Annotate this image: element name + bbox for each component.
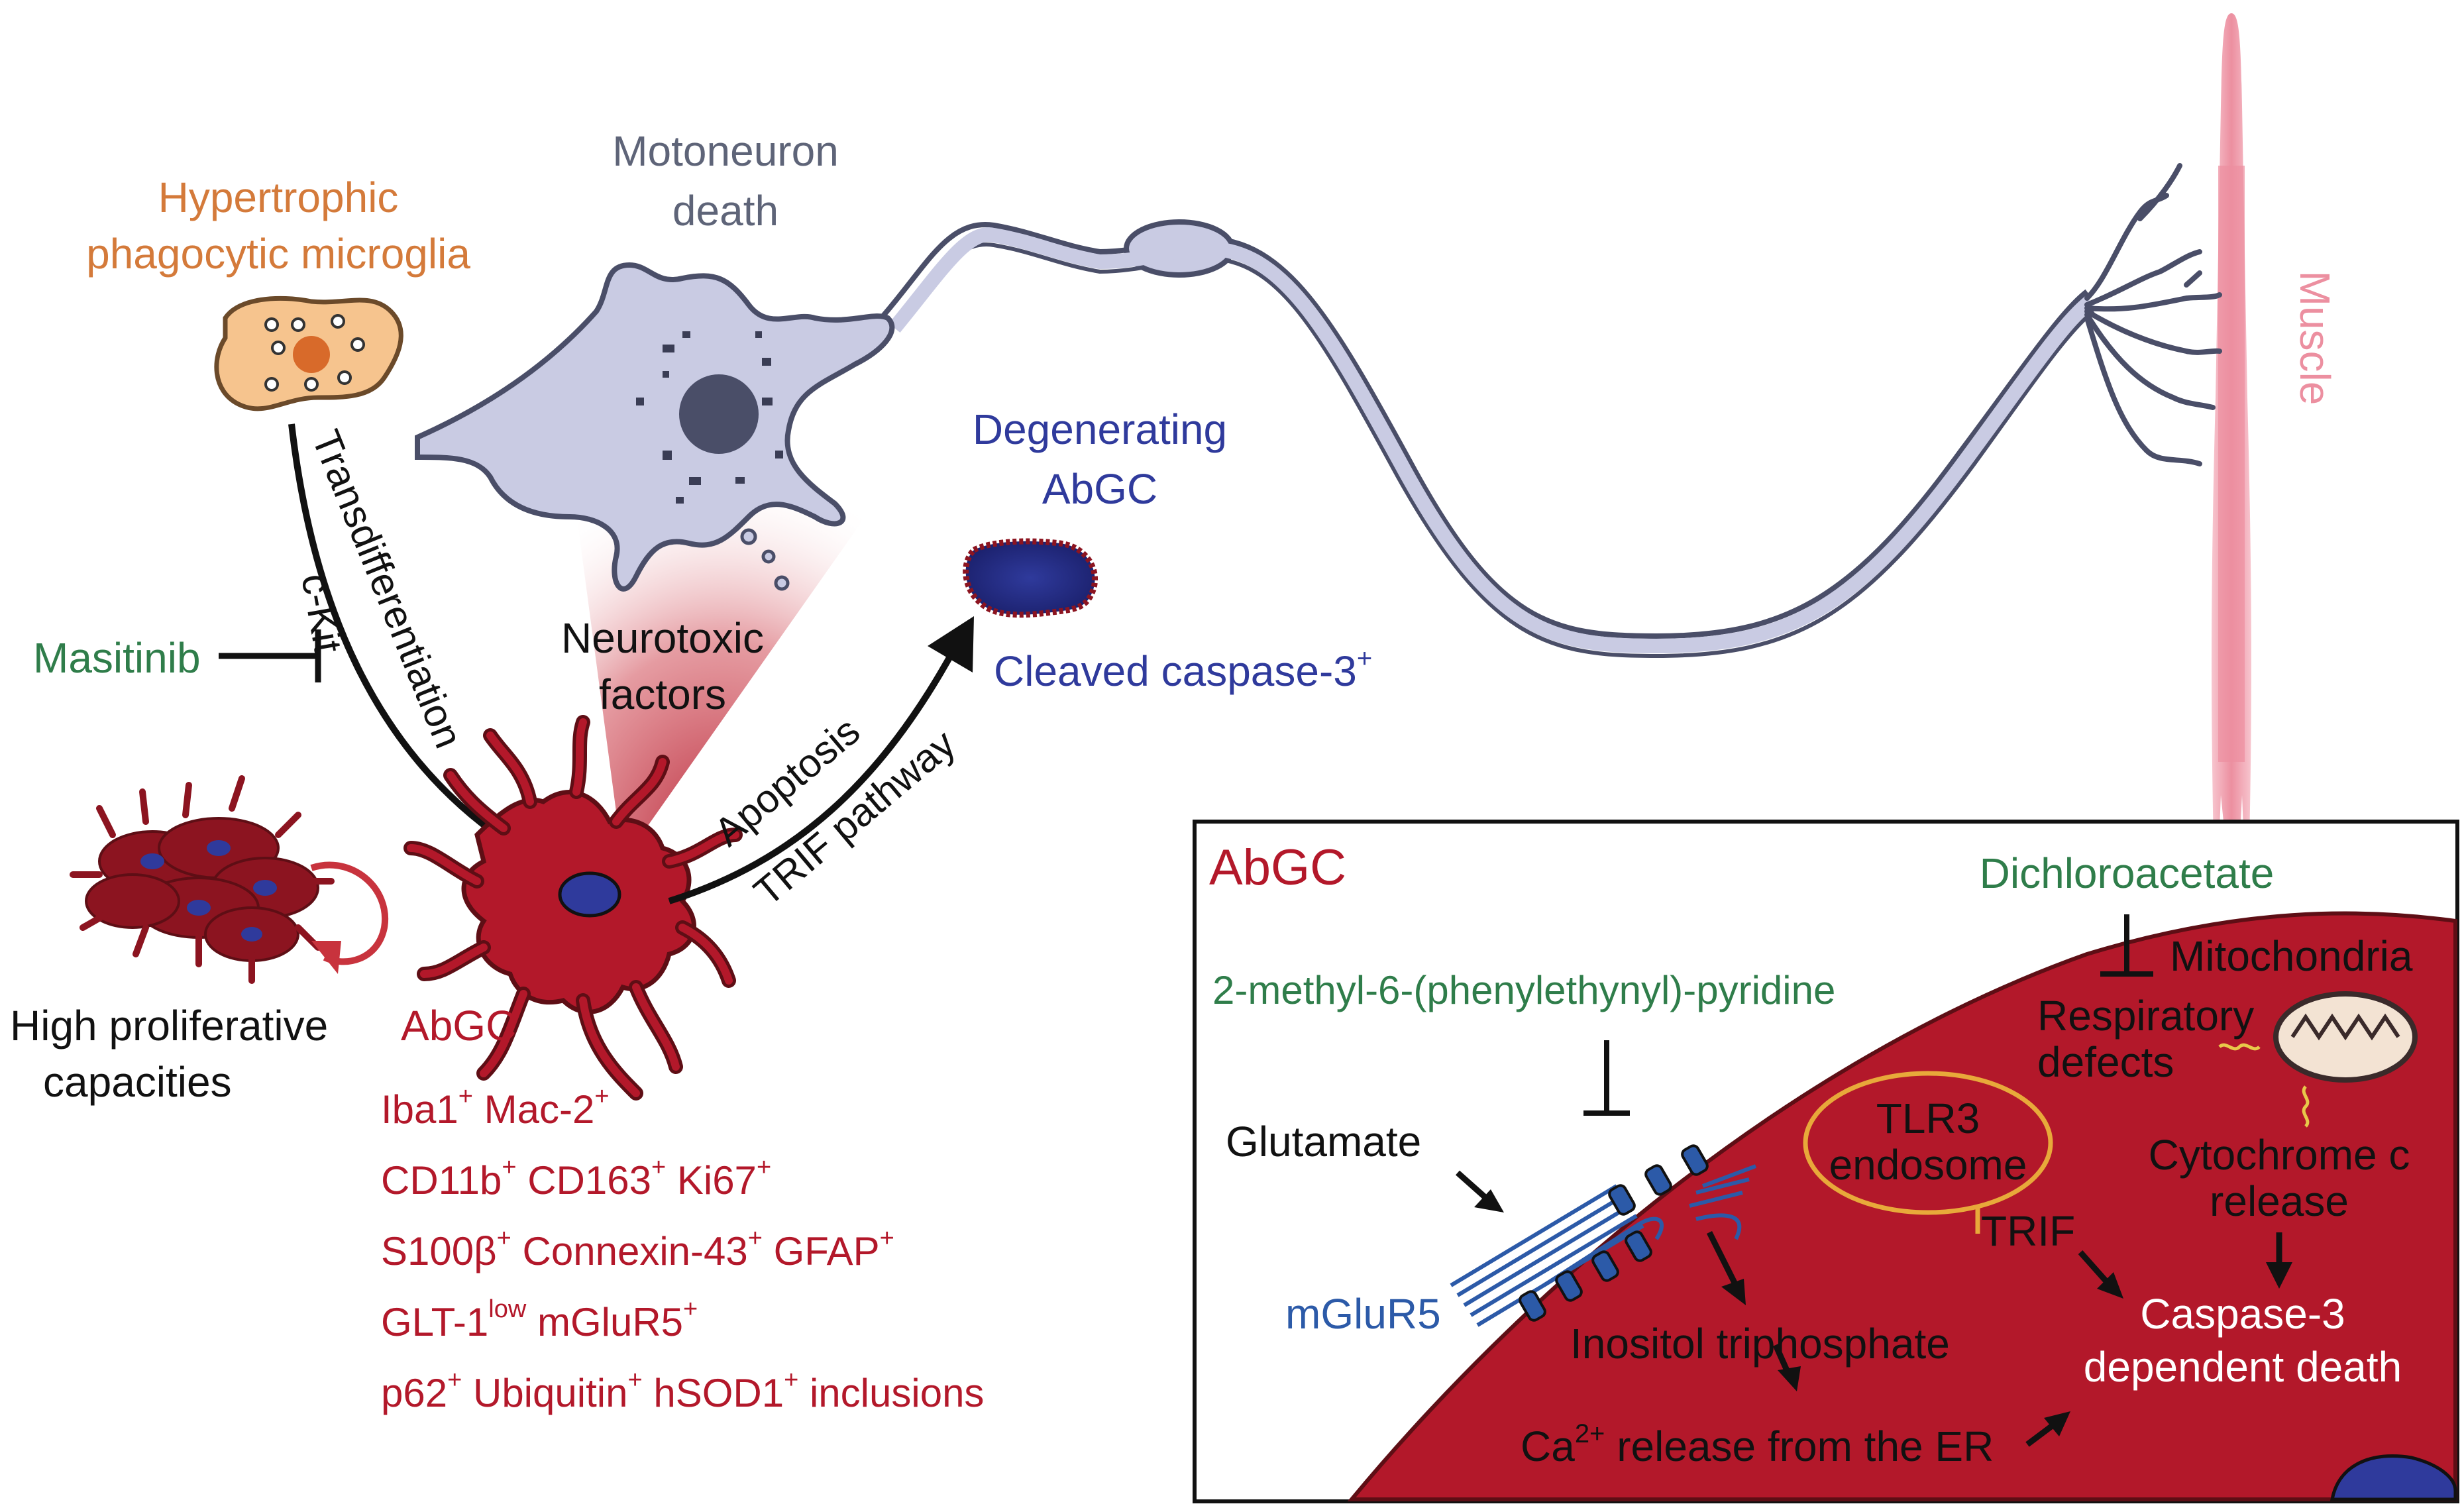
tlr3-label-line1: TLR3 xyxy=(1876,1095,1980,1142)
marker-line: p62+ Ubiquitin+ hSOD1+ inclusions xyxy=(381,1366,984,1415)
mglur5-transmembrane xyxy=(1519,1144,1709,1322)
marker-superscript: + xyxy=(880,1224,894,1252)
mglur5-label: mGluR5 xyxy=(1285,1290,1441,1338)
inset-arrowheads xyxy=(1474,1189,2292,1436)
degenerating-label-line1: Degenerating xyxy=(973,405,1227,453)
microglia-nucleus xyxy=(293,336,330,373)
abgc-cytoplasm xyxy=(1347,911,2457,1501)
cytochrome-label-line2: release xyxy=(2210,1177,2349,1225)
abgc-cell xyxy=(403,715,743,1101)
mpep-label: 2-methyl-6-(phenylethynyl)-pyridine xyxy=(1212,968,1835,1012)
marker-name: Ki67 xyxy=(666,1158,757,1203)
axon-terminals xyxy=(2084,193,2222,466)
proliferating-abgc-cluster xyxy=(70,775,335,984)
neurotoxic-label-line2: factors xyxy=(599,671,726,718)
marker-superscript: + xyxy=(594,1083,609,1110)
transdifferentiation-arrow xyxy=(288,423,519,851)
marker-superscript: low xyxy=(488,1295,527,1323)
marker-line: Iba1+ Mac-2+ xyxy=(381,1083,610,1132)
marker-name: GFAP xyxy=(763,1229,880,1273)
marker-superscript: + xyxy=(502,1154,516,1181)
microglia-label-line1: Hypertrophic xyxy=(158,174,399,221)
marker-superscript: + xyxy=(683,1295,698,1323)
marker-superscript: + xyxy=(748,1224,763,1252)
mitochondria-label: Mitochondria xyxy=(2170,932,2413,980)
marker-superscript: + xyxy=(627,1366,642,1394)
marker-name: S100β xyxy=(381,1229,497,1273)
marker-name: CD11b xyxy=(381,1158,502,1203)
motoneuron-nucleus xyxy=(679,374,759,454)
abgc-nucleus xyxy=(558,871,621,918)
dichloroacetate-label: Dichloroacetate xyxy=(1980,849,2275,897)
motoneuron-soma xyxy=(415,262,895,592)
abgc-label: AbGC xyxy=(401,1002,516,1050)
microglia-label-line2: phagocytic microglia xyxy=(86,230,470,278)
ca-release-label: Ca2+ release from the ER xyxy=(1521,1419,1994,1470)
muscle-label: Muscle xyxy=(2291,271,2339,405)
marker-superscript: + xyxy=(757,1154,771,1181)
marker-name: CD163 xyxy=(517,1158,651,1203)
marker-name: Ubiquitin xyxy=(462,1371,627,1415)
mglur5-receptor xyxy=(1450,1164,1757,1327)
marker-superscript: + xyxy=(497,1224,511,1252)
respiratory-label-line1: Respiratory xyxy=(2037,992,2254,1040)
trif-label: TRIF xyxy=(1981,1207,2075,1255)
high-prolif-label-line2: capacities xyxy=(43,1058,232,1106)
respiratory-squiggle xyxy=(2218,1043,2261,1051)
proliferation-cycle-arrow xyxy=(310,861,389,965)
marker-name: Mac-2 xyxy=(473,1087,594,1132)
inset-panel: AbGC Dichloroacetate Mitochondria Respir… xyxy=(1193,820,2459,1503)
axon-fill xyxy=(888,227,2095,654)
masitinib-label: Masitinib xyxy=(33,634,201,682)
marker-name: p62 xyxy=(381,1371,447,1415)
degenerating-abgc-cell xyxy=(963,538,1098,618)
ckit-label: c-Kit xyxy=(293,570,350,657)
inset-nucleus xyxy=(2330,1454,2457,1501)
marker-name: inclusions xyxy=(798,1371,984,1415)
marker-line: S100β+ Connexin-43+ GFAP+ xyxy=(381,1224,894,1273)
tlr3-label-line2: endosome xyxy=(1829,1141,2027,1189)
microglia-cell xyxy=(214,296,403,411)
apoptosis-arrow xyxy=(668,647,957,904)
neuron-granules xyxy=(636,331,783,504)
cytochrome-squiggle xyxy=(2302,1085,2310,1128)
ip3-label: Inositol triphosphate xyxy=(1570,1320,1950,1368)
marker-superscript: + xyxy=(651,1154,666,1181)
marker-name: mGluR5 xyxy=(526,1300,683,1344)
marker-name: Connexin-43 xyxy=(511,1229,748,1273)
marker-name: Iba1 xyxy=(381,1087,458,1132)
marker-line: CD11b+ CD163+ Ki67+ xyxy=(381,1154,771,1203)
marker-name: hSOD1 xyxy=(643,1371,784,1415)
cleaved-caspase-label: Cleaved caspase-3+ xyxy=(994,644,1372,695)
motoneuron-label-line1: Motoneuron xyxy=(612,127,839,175)
cytochrome-label-line1: Cytochrome c xyxy=(2149,1131,2410,1179)
marker-name: GLT-1 xyxy=(381,1300,488,1344)
proliferation-cycle-arrowhead xyxy=(311,941,341,974)
marker-line: GLT-1low mGluR5+ xyxy=(381,1295,698,1344)
marker-superscript: + xyxy=(447,1366,462,1394)
mitochondrion xyxy=(2273,991,2418,1083)
inset-title: AbGC xyxy=(1209,839,1346,896)
degenerating-label-line2: AbGC xyxy=(1042,465,1157,513)
glutamate-label: Glutamate xyxy=(1226,1118,1421,1165)
high-prolif-label-line1: High proliferative xyxy=(10,1002,328,1050)
terminal-twig-2 xyxy=(2184,270,2202,288)
caspase3-label-line1: Caspase-3 xyxy=(2140,1290,2345,1338)
motoneuron-axon xyxy=(879,222,2095,659)
terminal-twig xyxy=(2137,163,2182,221)
tlr3-endosome xyxy=(1803,1071,2053,1215)
apoptosis-arrowhead xyxy=(928,616,974,673)
motoneuron-label-line2: death xyxy=(672,187,778,235)
marker-superscript: + xyxy=(784,1366,798,1394)
caspase3-label-line2: dependent death xyxy=(2084,1343,2402,1391)
respiratory-label-line2: defects xyxy=(2037,1038,2174,1086)
neurotoxic-label-line1: Neurotoxic xyxy=(561,614,764,662)
marker-superscript: + xyxy=(458,1083,473,1110)
marker-list: Iba1+ Mac-2+CD11b+ CD163+ Ki67+S100β+ Co… xyxy=(381,1083,984,1415)
muscle-fiber xyxy=(2212,13,2251,928)
